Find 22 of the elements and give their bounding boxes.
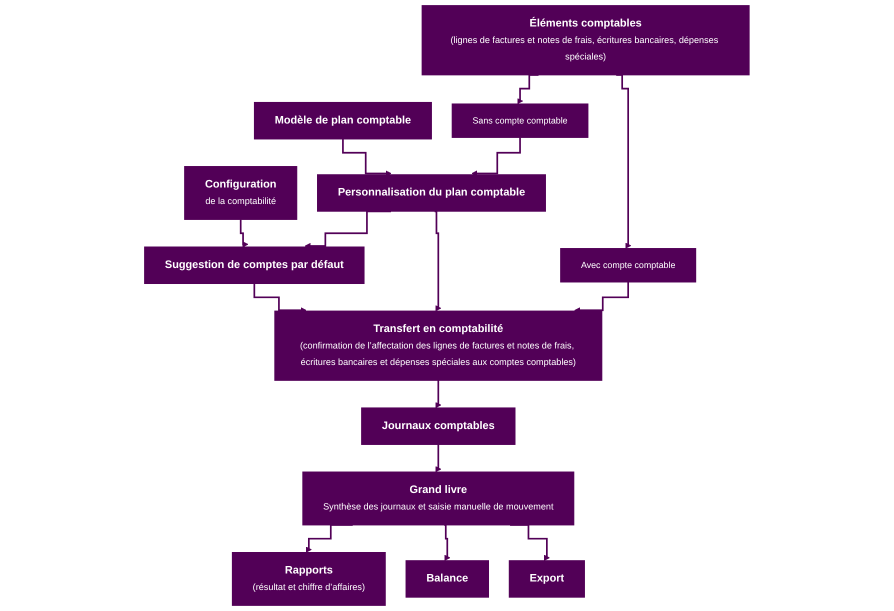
node-box: Journaux comptables [361,407,516,445]
arrow [444,524,450,561]
node-box: Rapports (résultat et chiffre d’affaires) [232,552,386,606]
arrow [435,380,442,408]
node-box: Avec compte comptable [560,248,696,282]
node-box: Éléments comptables (lignes de factures et notes de frais, écritures bancaires, dépenses spéciales) [422,5,750,76]
node-box: Modèle de plan comptable [254,102,432,140]
node-box: Balance [406,560,490,598]
arrow [435,444,442,472]
arrow [304,210,392,249]
node-box: Sans compte comptable [452,103,589,138]
node-box: Personnalisation du plan comptable [317,174,546,212]
node-box: Suggestion de comptes par défaut [144,246,365,284]
arrow [240,218,249,248]
node-box: Grand livre Synthèse des journaux et saisie manuelle de mouvement [302,472,574,526]
arrow [574,281,630,314]
node-box: Export [508,560,586,598]
arrow [342,138,392,176]
arrow [434,210,442,312]
arrow [472,136,522,176]
node-box: Transfert en comptabilité (confirmation de l’affectation des lignes de factures et notes de frais, écritures bancaires et dépenses spéciales aux comptes comptables) [274,310,602,381]
node-box: Configuration de la comptabilité [184,166,298,220]
